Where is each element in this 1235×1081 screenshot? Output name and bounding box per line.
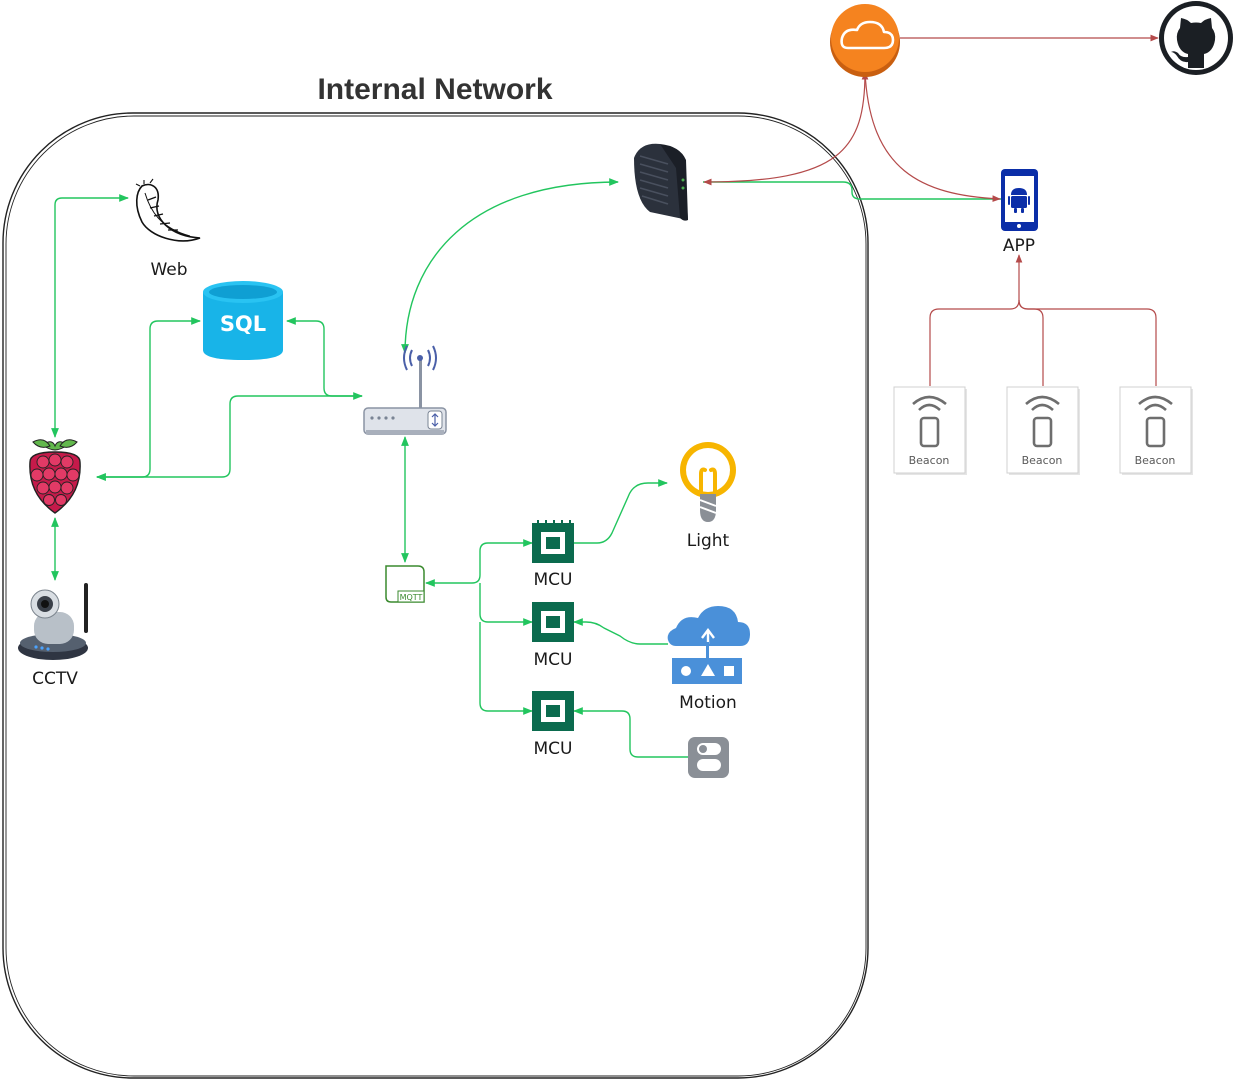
link-router-raspberry (96, 395, 362, 481)
mqtt-label: MQTT (400, 593, 423, 602)
link-raspberry-web (51, 194, 129, 438)
link-cloud-modem (703, 71, 869, 186)
beacon-device-icon (1006, 386, 1080, 475)
beacon-label: Beacon (908, 454, 950, 467)
sql-database-icon (203, 281, 283, 360)
mcu-chip-icon (532, 691, 574, 731)
mcu-chip-icon (532, 520, 574, 563)
link-sql-router (286, 317, 363, 400)
web-label: Web (150, 260, 188, 280)
cctv-camera-icon (18, 583, 88, 660)
github-icon (1159, 1, 1233, 75)
beacon-label: Beacon (1134, 454, 1176, 467)
toggle-switch-icon (688, 737, 729, 778)
app-label: APP (1002, 236, 1036, 256)
link-motion-mcu2 (573, 618, 668, 645)
link-mqtt-mcu3 (479, 622, 533, 715)
link-beacon3-app (1018, 299, 1157, 386)
motion-label: Motion (679, 693, 737, 713)
internal-network-boundary (2, 112, 869, 1079)
cable-modem-icon (634, 143, 688, 221)
cctv-label: CCTV (32, 669, 78, 689)
diagram-title: Internal Network (317, 73, 553, 106)
mqtt-broker-icon (385, 565, 425, 603)
link-mqtt-mcu2 (479, 583, 533, 626)
light-bulb-icon (680, 442, 736, 522)
wifi-router-icon (363, 345, 447, 435)
android-phone-icon (1001, 169, 1038, 231)
beacon-device-icon (893, 386, 967, 475)
beacon-device-icon (1119, 386, 1193, 475)
mcu-chip-icon (532, 602, 574, 642)
link-beacon1-app (929, 254, 1023, 386)
mcu-label: MCU (533, 570, 573, 590)
link-mcu1-light (574, 479, 668, 544)
link-modem-app-green (703, 181, 1001, 200)
link-switch-mcu3 (573, 707, 688, 758)
mcu-label: MCU (533, 650, 573, 670)
link-mqtt-mcu1 (425, 539, 533, 587)
link-cloud-app (864, 71, 1001, 202)
link-router-modem (401, 178, 619, 354)
cloud-icon (830, 4, 900, 77)
flask-icon (135, 178, 201, 242)
motion-sensor-icon (667, 606, 750, 684)
light-label: Light (686, 531, 730, 551)
raspberry-pi-icon (29, 439, 81, 514)
link-sql-raspberry (96, 317, 201, 481)
link-beacon2-app (1018, 299, 1044, 386)
beacon-label: Beacon (1021, 454, 1063, 467)
sql-label: SQL (220, 312, 266, 336)
mcu-label: MCU (533, 739, 573, 759)
